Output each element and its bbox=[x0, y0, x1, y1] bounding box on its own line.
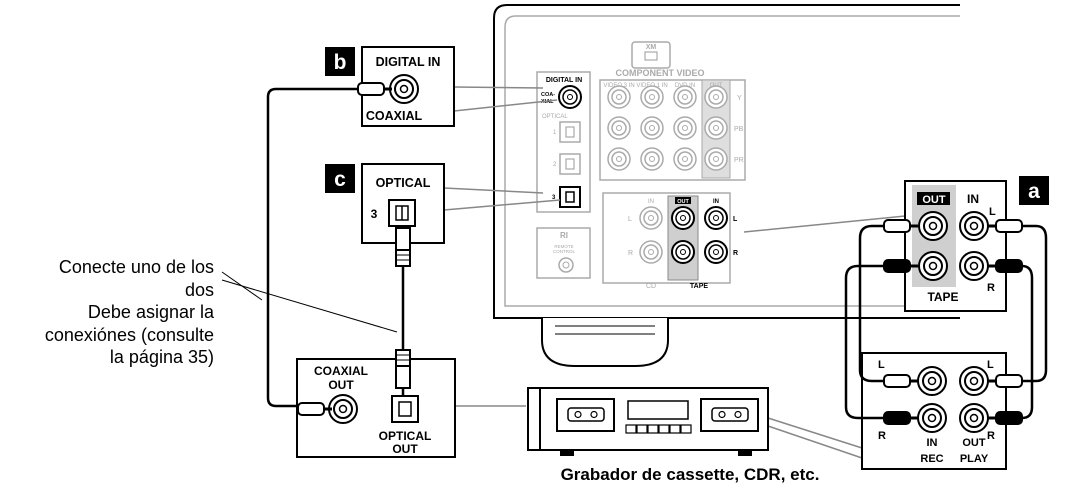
optical-out-label: OPTICAL bbox=[379, 429, 432, 443]
cassette-door-right bbox=[700, 398, 759, 432]
cd-r-label: R bbox=[628, 250, 633, 257]
rec-l-label: L bbox=[878, 359, 885, 371]
remote-label: REMOTE bbox=[554, 244, 573, 249]
tape-out-jack-r bbox=[671, 240, 695, 264]
panel-optical-3-port bbox=[559, 186, 581, 208]
badge-a-label: a bbox=[1028, 180, 1040, 203]
tape-callout-r-label: R bbox=[987, 282, 995, 294]
play-r-jack bbox=[959, 403, 989, 433]
badge-b bbox=[325, 47, 355, 76]
coaxial-out-jack bbox=[328, 394, 358, 424]
note-line-3: Debe asignar la bbox=[87, 302, 214, 322]
cassette-recorder-device bbox=[527, 387, 769, 456]
remote-control-jack bbox=[558, 257, 574, 273]
ri-label: RI bbox=[560, 231, 568, 240]
badge-c-label: c bbox=[334, 168, 346, 191]
control-label: CONTROL bbox=[553, 249, 575, 254]
badge-b-label: b bbox=[334, 51, 347, 74]
tape-in-label: IN bbox=[713, 199, 719, 205]
component-video-label: COMPONENT VIDEO bbox=[615, 68, 704, 78]
note-line-4: conexiónes (consulte bbox=[44, 324, 214, 345]
recorder-output-callout: COAXIAL OUT OPTICAL OUT bbox=[296, 358, 456, 458]
note-line-1: Conecte uno de los bbox=[58, 257, 214, 277]
tape-r-label: R bbox=[733, 250, 738, 257]
rec-r-jack bbox=[917, 403, 947, 433]
xm-port bbox=[631, 41, 671, 69]
tape-callout-in-l-jack bbox=[959, 211, 989, 241]
rec-label: REC bbox=[920, 453, 943, 465]
play-label: PLAY bbox=[960, 453, 989, 465]
coaxial-out-label: COAXIAL bbox=[314, 364, 368, 378]
tape-l-label: L bbox=[733, 216, 738, 223]
display-window bbox=[627, 400, 689, 420]
tape-out-callout-label: OUT bbox=[922, 194, 946, 206]
tape-in-callout-label: IN bbox=[967, 192, 979, 206]
note-line-5: la página 35) bbox=[109, 347, 214, 367]
tape-in-jack-r bbox=[704, 240, 728, 264]
optical-cable bbox=[395, 226, 411, 396]
panel-optical-1-port bbox=[559, 121, 581, 143]
cd-l-label: L bbox=[628, 216, 632, 223]
tape-callout-l-label: L bbox=[989, 206, 996, 218]
connection-note: Conecte uno de los dos Debe asignar la c… bbox=[0, 256, 214, 369]
rec-r-label: R bbox=[878, 430, 886, 442]
optical-label: OPTICAL bbox=[376, 176, 431, 190]
tape-callout-label: TAPE bbox=[927, 290, 958, 304]
badge-a bbox=[1019, 176, 1049, 205]
tape-in-jack-l bbox=[704, 206, 728, 230]
panel-optical-2-port bbox=[559, 153, 581, 175]
component-video-jacks bbox=[607, 85, 728, 171]
rec-play-callout: L L R R IN OUT REC PLAY bbox=[861, 352, 1007, 470]
tape-out-jack-l bbox=[671, 206, 695, 230]
callout-lines bbox=[443, 86, 906, 459]
coaxial-label: COAXIAL bbox=[366, 109, 423, 123]
tape-callout-out-l-jack bbox=[918, 211, 948, 241]
rec-l-jack bbox=[917, 366, 947, 396]
cd-jack-l bbox=[639, 206, 663, 230]
coaxial-in-jack bbox=[389, 74, 419, 104]
panel-coaxial-label-2: XIAL bbox=[541, 99, 554, 105]
tape-callout-out-r-jack bbox=[918, 251, 948, 281]
panel-optical-label: OPTICAL bbox=[542, 114, 568, 120]
cd-label: CD bbox=[646, 283, 656, 290]
panel-coaxial-label: COA- bbox=[541, 92, 555, 98]
rca-cables bbox=[844, 219, 1048, 425]
note-line-2: dos bbox=[184, 279, 214, 300]
panel-optical-3-num: 3 bbox=[552, 195, 556, 201]
receiver-rear-panel: XM COMPONENT VIDEO VIDEO 3 IN VIDEO 1 IN… bbox=[493, 4, 960, 367]
panel-digital-in-label: DIGITAL IN bbox=[546, 77, 582, 84]
optical-out-label-2: OUT bbox=[392, 442, 418, 456]
optical-num-label: 3 bbox=[371, 207, 378, 221]
panel-optical-2-num: 2 bbox=[553, 162, 557, 168]
cd-jack-r bbox=[639, 240, 663, 264]
coaxial-cable bbox=[266, 82, 392, 416]
transport-buttons bbox=[625, 424, 692, 434]
note-pointer-lines bbox=[221, 271, 398, 333]
panel-coaxial-jack bbox=[558, 85, 582, 109]
tape-callout: OUT IN L R TAPE bbox=[904, 180, 1007, 312]
badge-c bbox=[325, 164, 355, 193]
rec-in-label: IN bbox=[927, 437, 938, 449]
tape-out-tag: OUT bbox=[677, 199, 689, 205]
panel-optical-1-num: 1 bbox=[553, 130, 557, 136]
optical-out-port bbox=[391, 395, 419, 423]
device-caption: Grabador de cassette, CDR, etc. bbox=[560, 465, 820, 484]
tape-label: TAPE bbox=[690, 283, 708, 290]
tape-callout-in-r-jack bbox=[959, 251, 989, 281]
play-l-jack bbox=[959, 366, 989, 396]
cassette-door-left bbox=[556, 398, 615, 432]
xm-label: XM bbox=[646, 44, 657, 51]
digital-in-label: DIGITAL IN bbox=[376, 55, 441, 69]
cd-in-label: IN bbox=[648, 199, 654, 205]
pb-label: PB bbox=[734, 126, 744, 133]
y-label: Y bbox=[737, 95, 742, 102]
play-r-label: R bbox=[987, 430, 995, 442]
coaxial-out-label-2: OUT bbox=[328, 378, 354, 392]
play-l-label: L bbox=[987, 359, 994, 371]
play-out-label: OUT bbox=[962, 437, 986, 449]
pr-label: PR bbox=[734, 157, 744, 164]
